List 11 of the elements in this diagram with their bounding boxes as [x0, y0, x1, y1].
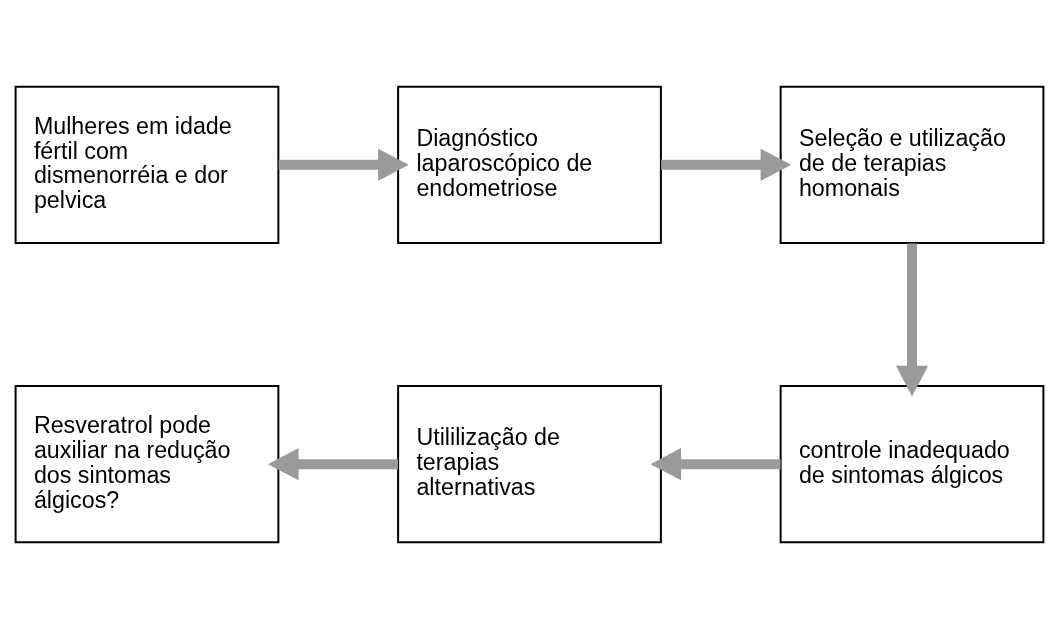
- node-box: Diagnóstico laparoscópico de endometriose: [397, 85, 662, 244]
- node-box: controle inadequado de sintomas álgicos: [779, 385, 1045, 544]
- arrow: [278, 148, 409, 181]
- arrow: [650, 448, 781, 481]
- arrow: [267, 448, 399, 481]
- node-box: Utililização de terapias alternativas: [397, 385, 662, 544]
- node-box: Seleção e utilização de de terapias homonais: [779, 85, 1045, 244]
- arrow: [895, 243, 929, 397]
- node-box: Mulheres em idade fértil com dismenorréia e dor pelvica: [14, 85, 280, 244]
- node-box: Resveratrol pode auxiliar na redução dos sintomas álgicos?: [14, 385, 280, 544]
- arrow: [661, 148, 792, 181]
